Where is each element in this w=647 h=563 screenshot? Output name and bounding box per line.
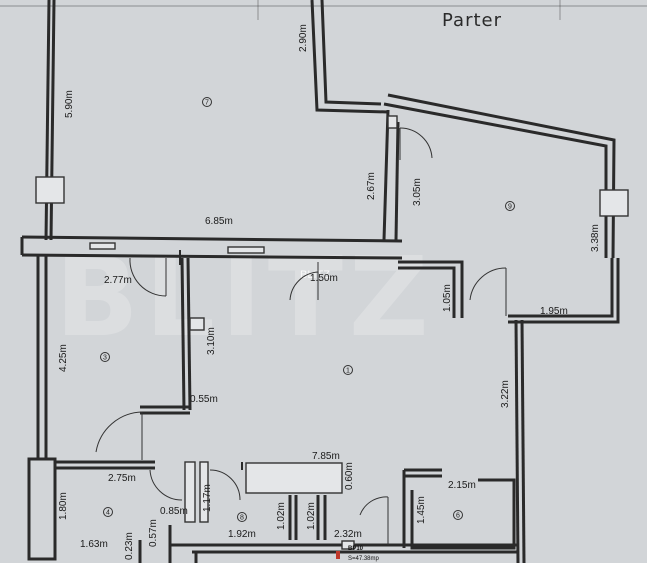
dim-label: 0.85m — [160, 506, 188, 517]
room-marker-1: 1 — [343, 365, 353, 375]
walls — [20, 0, 629, 563]
floor-title: Parter — [442, 10, 502, 31]
dim-label: 2.67m — [366, 172, 377, 200]
room-marker-4: 4 — [103, 507, 113, 517]
dim-label: 2.15m — [448, 480, 476, 491]
dim-label: 6.85m — [205, 216, 233, 227]
dim-label: 3.10m — [206, 327, 217, 355]
watermark-small: BLITZ — [300, 269, 330, 281]
room-markers: 7 9 3 1 4 6 8 — [100, 97, 515, 522]
dim-label: 1.02m — [276, 502, 287, 530]
svg-text:6: 6 — [456, 513, 460, 520]
doors — [95, 127, 507, 545]
dim-label: 0.55m — [190, 394, 218, 405]
dim-label: 1.45m — [416, 496, 427, 524]
dim-label: 3.05m — [412, 178, 423, 206]
dim-label: 4.25m — [58, 344, 69, 372]
dim-label: 1.80m — [58, 492, 69, 520]
room-marker-8: 8 — [237, 512, 247, 522]
dim-label: 2.77m — [104, 275, 132, 286]
dim-label: 3.22m — [500, 380, 511, 408]
dim-label: 3.38m — [590, 224, 601, 252]
dim-label: 2.32m — [334, 529, 362, 540]
svg-text:3: 3 — [103, 355, 107, 362]
room-marker-7: 7 — [202, 97, 212, 107]
dim-label: 2.90m — [298, 24, 309, 52]
dim-label: 1.17m — [202, 484, 213, 512]
dim-label: 5.90m — [64, 90, 75, 118]
marker-code: BP10 — [348, 546, 364, 552]
section-marker: BP10 S=47.38mp — [336, 546, 380, 562]
dim-label: 1.02m — [306, 502, 317, 530]
dimension-labels: 2.90m 5.90m 6.85m 2.67m 3.05m 3.38m 2.77… — [58, 24, 601, 560]
dim-label: 1.63m — [80, 539, 108, 550]
dim-label: 2.75m — [108, 473, 136, 484]
dim-label: 0.57m — [148, 519, 159, 547]
dim-label: 1.92m — [228, 529, 256, 540]
room-marker-6: 6 — [453, 510, 463, 520]
room-marker-9: 9 — [505, 201, 515, 211]
room-marker-3: 3 — [100, 352, 110, 362]
dim-label: 7.85m — [312, 451, 340, 462]
svg-text:8: 8 — [240, 515, 244, 522]
dim-label: 1.95m — [540, 306, 568, 317]
dim-label: 0.23m — [124, 532, 135, 560]
svg-text:1: 1 — [346, 368, 350, 375]
svg-text:4: 4 — [106, 510, 110, 517]
dim-label: 1.50m — [310, 273, 338, 284]
dim-label: 1.05m — [442, 284, 453, 312]
dim-label: 0.60m — [344, 462, 355, 490]
svg-text:7: 7 — [205, 100, 209, 107]
marker-note: S=47.38mp — [348, 556, 380, 562]
svg-text:9: 9 — [508, 204, 512, 211]
